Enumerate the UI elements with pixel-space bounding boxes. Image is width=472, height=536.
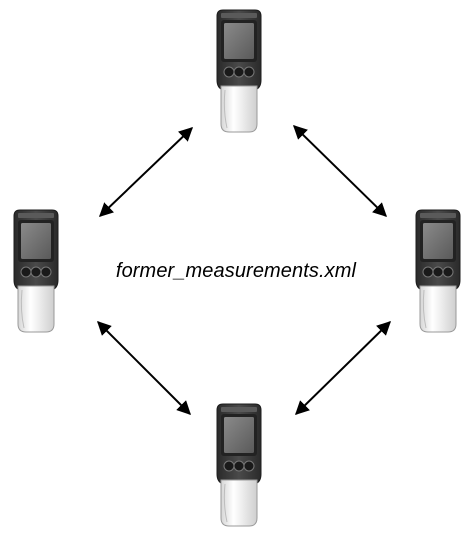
device-bottom	[216, 403, 262, 527]
arrow-top-right	[292, 125, 388, 217]
device-top	[216, 9, 262, 133]
arrow-left-bottom	[97, 321, 191, 415]
arrow-left-top	[98, 127, 194, 217]
arrow-bottom-right	[294, 321, 392, 415]
center-filename-label: former_measurements.xml	[115, 260, 357, 282]
